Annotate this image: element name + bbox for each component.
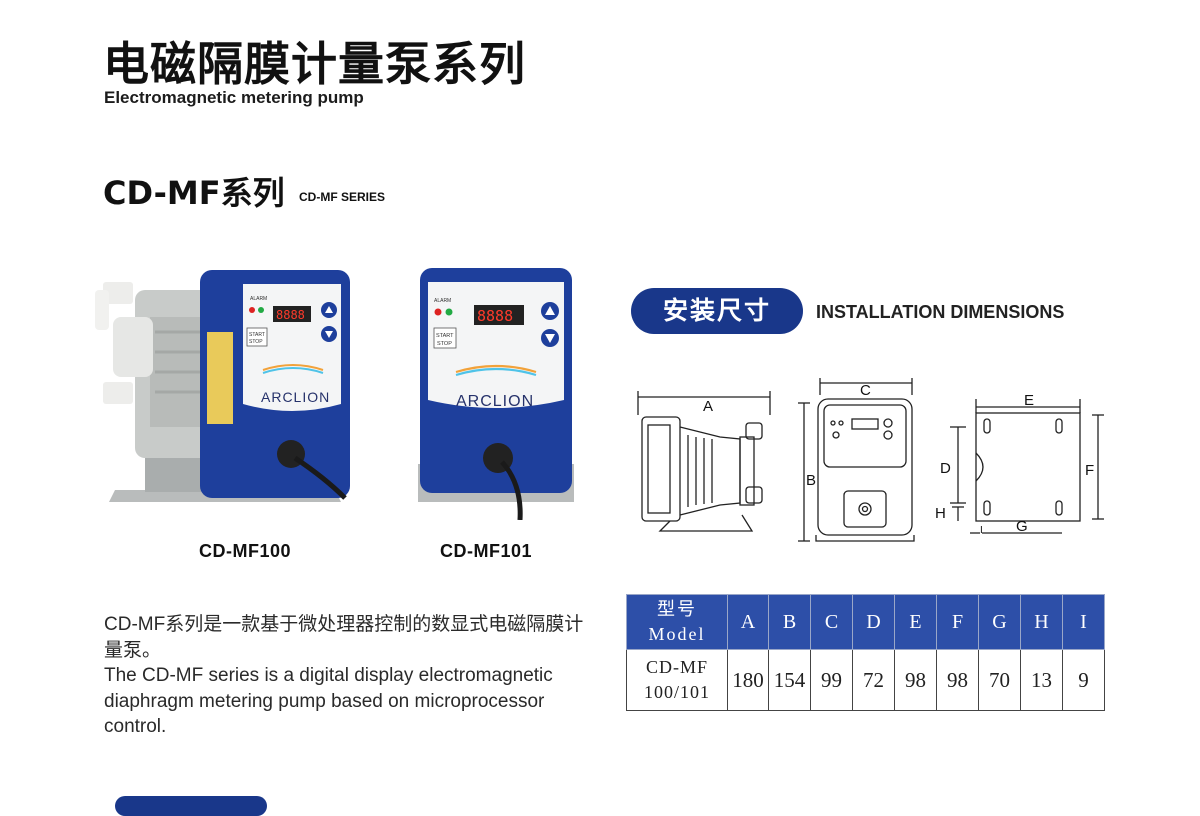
pump-mf100-led-label: ALARM (250, 296, 267, 302)
diagram-label-e: E (1024, 392, 1034, 409)
installation-title-badge: 安装尺寸 (631, 288, 803, 334)
table-header-g: G (978, 594, 1021, 650)
table-header-model: 型号 Model (626, 594, 728, 650)
diagram-label-c: C (860, 382, 871, 399)
pump-mf100-panel (243, 284, 341, 411)
table-cell-g: 70 (978, 649, 1021, 711)
table-cell-h: 13 (1020, 649, 1063, 711)
table-header-e: E (894, 594, 937, 650)
diagram-label-g: G (1016, 518, 1028, 535)
diagram-label-h: H (935, 505, 946, 522)
table-cell-b: 154 (768, 649, 811, 711)
pump-mf101-brand: ARCLION (456, 393, 534, 410)
diagram-label-b: B (806, 472, 816, 489)
pump-mf100-display (273, 306, 311, 322)
diagram-label-i: I (980, 525, 983, 536)
pump-mf101-panel (428, 282, 564, 408)
table-header-a: A (727, 594, 769, 650)
table-header-i: I (1062, 594, 1105, 650)
pump-mf100-label (207, 332, 233, 424)
next-section-badge (115, 796, 267, 816)
pump-mf101-image: 8888 ALARM START STOP ARCLION (418, 268, 574, 520)
table-cell-model-line2: 100/101 (643, 682, 710, 702)
pump-mf101-display-text: 8888 (477, 307, 513, 325)
series-subtitle: CD-MF SERIES (299, 190, 386, 204)
table-header-d: D (852, 594, 895, 650)
table-header-model-zh: 型号 (657, 599, 697, 619)
pump-mf101-start-stop-button (433, 327, 457, 349)
pump-mf100-image: 8888 ALARM START STOP ARCLION (95, 270, 350, 502)
description-en: The CD-MF series is a digital display el… (104, 665, 553, 737)
table-cell-d: 72 (852, 649, 895, 711)
page-title: 电磁隔膜计量泵系列 (103, 37, 526, 91)
pump-mf100-stop-label: STOP (249, 339, 263, 345)
diagram-label-d: D (940, 460, 951, 477)
pump-mf101-stop-label: STOP (437, 341, 452, 347)
page-subtitle: Electromagnetic metering pump (104, 88, 364, 107)
table-header-c: C (810, 594, 853, 650)
dimensions-table-header-row: 型号 Model A B C D E F G H I (626, 594, 1105, 650)
diagram-base-view (950, 399, 1104, 534)
table-cell-model-line1: CD-MF (645, 657, 708, 677)
description-zh: CD-MF系列是一款基于微处理器控制的数显式电磁隔膜计量泵。 (104, 614, 584, 661)
product-description: CD-MF系列是一款基于微处理器控制的数显式电磁隔膜计量泵。 The CD-MF… (104, 612, 594, 740)
diagram-label-f: F (1085, 462, 1094, 479)
pump-mf100-start-stop-button (246, 327, 268, 347)
pump-mf101-display (474, 305, 524, 325)
table-cell-a: 180 (727, 649, 769, 711)
pump-mf100-model: CD-MF100 (199, 541, 292, 561)
diagram-label-a: A (703, 398, 713, 415)
table-header-model-en: Model (648, 624, 706, 644)
table-header-b: B (768, 594, 811, 650)
table-cell-model: CD-MF 100/101 (626, 649, 728, 711)
diagram-side-view (637, 391, 771, 532)
pump-mf100-brand: ARCLION (261, 389, 330, 405)
diagram-front-view (798, 378, 915, 542)
pump-mf101-model: CD-MF101 (440, 541, 533, 561)
table-header-f: F (936, 594, 979, 650)
table-cell-c: 99 (810, 649, 853, 711)
table-cell-f: 98 (936, 649, 979, 711)
installation-diagram: A B C D E F G H I (637, 378, 1104, 542)
dimensions-table: 型号 Model A B C D E F G H I CD-MF 100/101… (626, 594, 1105, 711)
series-title: CD-MF系列 (103, 174, 285, 212)
installation-title-en: INSTALLATION DIMENSIONS (816, 302, 1065, 322)
table-cell-e: 98 (894, 649, 937, 711)
pump-mf100-valve-top (103, 282, 133, 304)
table-header-h: H (1020, 594, 1063, 650)
pump-mf100-start-label: START (249, 332, 265, 338)
pump-mf101-start-label: START (436, 333, 454, 339)
pump-mf100-valve-bottom (103, 382, 133, 404)
table-cell-i: 9 (1062, 649, 1105, 711)
pump-mf100-display-text: 8888 (276, 308, 305, 322)
table-row: CD-MF 100/101 180 154 99 72 98 98 70 13 … (626, 649, 1105, 711)
pump-mf101-led-label: ALARM (434, 298, 451, 304)
